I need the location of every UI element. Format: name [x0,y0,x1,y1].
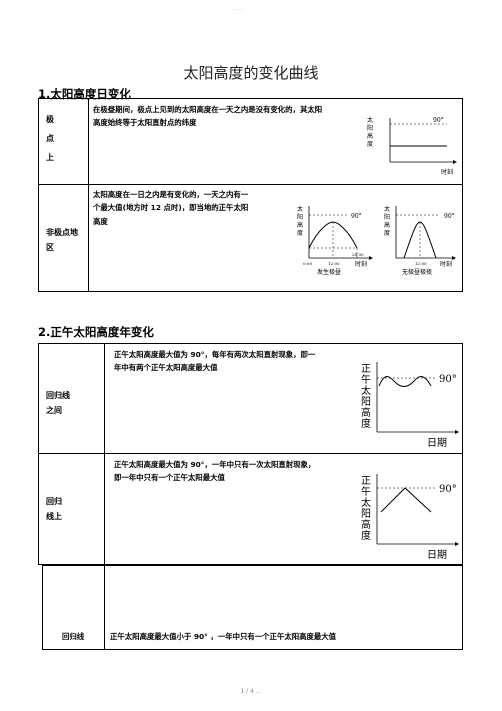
ylabel-char: 太 [384,205,390,213]
ylabel-char: 阳 [384,213,390,221]
polar-day-altitude-chart: 太 阳 高 度 90° 0:00 12:00 24:00 时刻 发生极昼 [297,205,373,276]
section2-row3-box [42,565,463,650]
s2-row1-label: 回归线 之间 [46,391,70,416]
ylabel-char: 正 [361,364,371,375]
ylabel-char: 午 [361,485,371,498]
ylabel-char: 阳 [361,508,371,520]
ylabel-char: 高 [361,518,371,531]
ylabel-char: 太 [361,384,371,397]
ylabel-char: 午 [361,373,371,386]
ylabel-char: 太 [361,496,371,509]
value-label: 90° [439,374,457,385]
ylabel-char: 高 [384,221,390,229]
page-title: 太阳高度的变化曲线 [183,64,319,82]
section1-table [38,98,463,292]
chart-caption: 无极昼极夜 [402,268,432,276]
tick-label: 0:00 [303,261,312,266]
s2-row2-label: 回归 线上 [46,497,62,522]
s2-row2-text: 正午太阳高度最大值为 90°，一年中只有一次太阳直射现象， 即一年中只有一个正午… [114,460,316,483]
value-label: 90° [351,213,362,220]
s1-row2-text: 太阳高度在一日之内是有变化的，一天之内有一 个最大值(地方时 12 点时)，即当… [93,190,249,226]
value-label: 90° [444,213,455,220]
section2-heading: 2.正午太阳高度年变化 [38,325,154,339]
section1-heading: 1.太阳高度日变化 [38,87,131,101]
ylabel-char: 正 [361,476,371,487]
ylabel-char: 度 [297,229,303,237]
ylabel-char: 高 [367,132,373,140]
on-tropic-noon-altitude-chart: 正 午 太 阳 高 度 90° 日期 [361,474,459,561]
ylabel-char: 阳 [297,213,303,221]
header-mark: ........ [232,6,245,12]
s2-row1-text: 正午太阳高度最大值为 90°，每年有两次太阳直射现象，即一 年中有两个正午太阳高… [114,350,316,373]
xlabel: 日期 [427,437,447,449]
page-footer: 1 / 4 ... [240,688,262,695]
between-tropics-noon-altitude-chart: 正 午 太 阳 高 度 90° 日期 [361,362,459,449]
ylabel-char: 高 [297,221,303,229]
ylabel-char: 高 [361,406,371,419]
s2-row3-text: 正午太阳高度最大值小于 90° ，一年中只有一个正午太阳高度最大值 [110,632,337,641]
ylabel-char: 阳 [361,396,371,408]
s1-row2-label: 非极点地 区 [46,228,78,253]
value-label: 90° [439,484,457,495]
xlabel: 时刻 [441,168,453,176]
ylabel-char: 太 [367,116,373,124]
ylabel-char: 度 [361,529,371,542]
polar-constant-altitude-chart: 太 阳 高 度 90° 时刻 [367,116,457,176]
ylabel-char: 度 [361,417,371,430]
ylabel-char: 度 [384,229,390,237]
section2-table [38,343,463,565]
tick-label: 12:00 [415,261,427,266]
s2-row3-label: 回归线 [62,632,85,641]
xlabel: 日期 [427,549,447,561]
tick-label: 24:00 [352,252,364,257]
tick-label: 12:00 [328,261,340,266]
xlabel: 时刻 [355,260,367,268]
value-label: 90° [433,117,444,124]
s1-row1-label: 极 点 上 [46,115,54,163]
no-polar-day-altitude-chart: 太 阳 高 度 90° 12:00 时刻 无极昼极夜 [384,205,456,276]
ylabel-char: 阳 [367,124,373,132]
s1-row1-text: 在极昼期间，极点上见到的太阳高度在一天之内是没有变化的，其太阳 高度始终等于太阳… [93,105,323,128]
xlabel: 时刻 [440,260,452,268]
chart-caption: 发生极昼 [317,268,341,276]
ylabel-char: 太 [297,205,303,213]
ylabel-char: 度 [367,140,373,148]
